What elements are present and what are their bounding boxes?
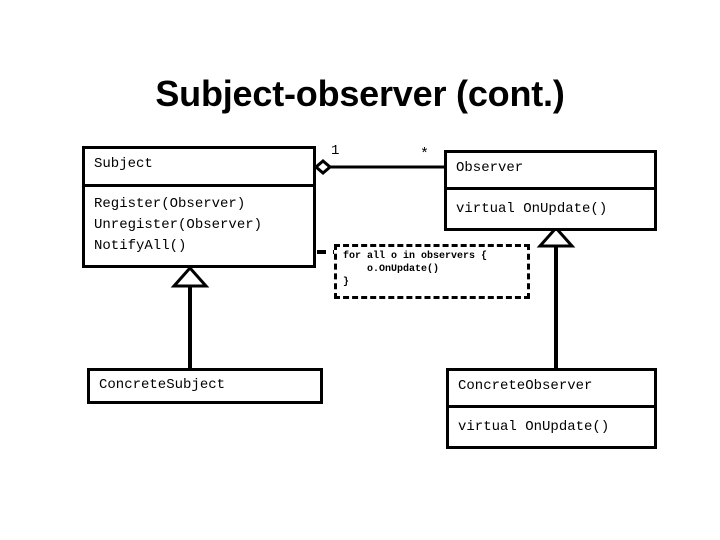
multiplicity-label-source: 1 (331, 143, 340, 159)
uml-class-concrete-observer-operations: virtual OnUpdate() (449, 405, 654, 446)
uml-class-concrete-observer-name: ConcreteObserver (449, 371, 654, 405)
uml-class-observer[interactable]: Observer virtual OnUpdate() (444, 150, 657, 231)
uml-class-subject-name: Subject (85, 149, 313, 184)
uml-class-concrete-subject-name: ConcreteSubject (90, 371, 320, 401)
aggregation-diamond-icon (313, 159, 333, 175)
generalization-triangle-icon-observer (536, 225, 576, 248)
uml-class-concrete-observer[interactable]: ConcreteObserver virtual OnUpdate() (446, 368, 657, 449)
aggregation-connector (313, 159, 444, 175)
uml-note-notifyall[interactable]: for all o in observers { o.OnUpdate() } (334, 244, 530, 299)
uml-class-subject-operations: Register(Observer) Unregister(Observer) … (85, 184, 313, 265)
uml-class-observer-operations: virtual OnUpdate() (447, 187, 654, 228)
page-title: Subject-observer (cont.) (155, 73, 565, 114)
uml-class-concrete-subject[interactable]: ConcreteSubject (87, 368, 323, 404)
generalization-triangle-icon-subject (170, 265, 210, 288)
generalization-connector-subject (170, 265, 210, 368)
multiplicity-label-target: * (420, 146, 430, 163)
uml-class-observer-name: Observer (447, 153, 654, 187)
uml-class-subject[interactable]: Subject Register(Observer) Unregister(Ob… (82, 146, 316, 268)
generalization-connector-observer (536, 225, 576, 368)
